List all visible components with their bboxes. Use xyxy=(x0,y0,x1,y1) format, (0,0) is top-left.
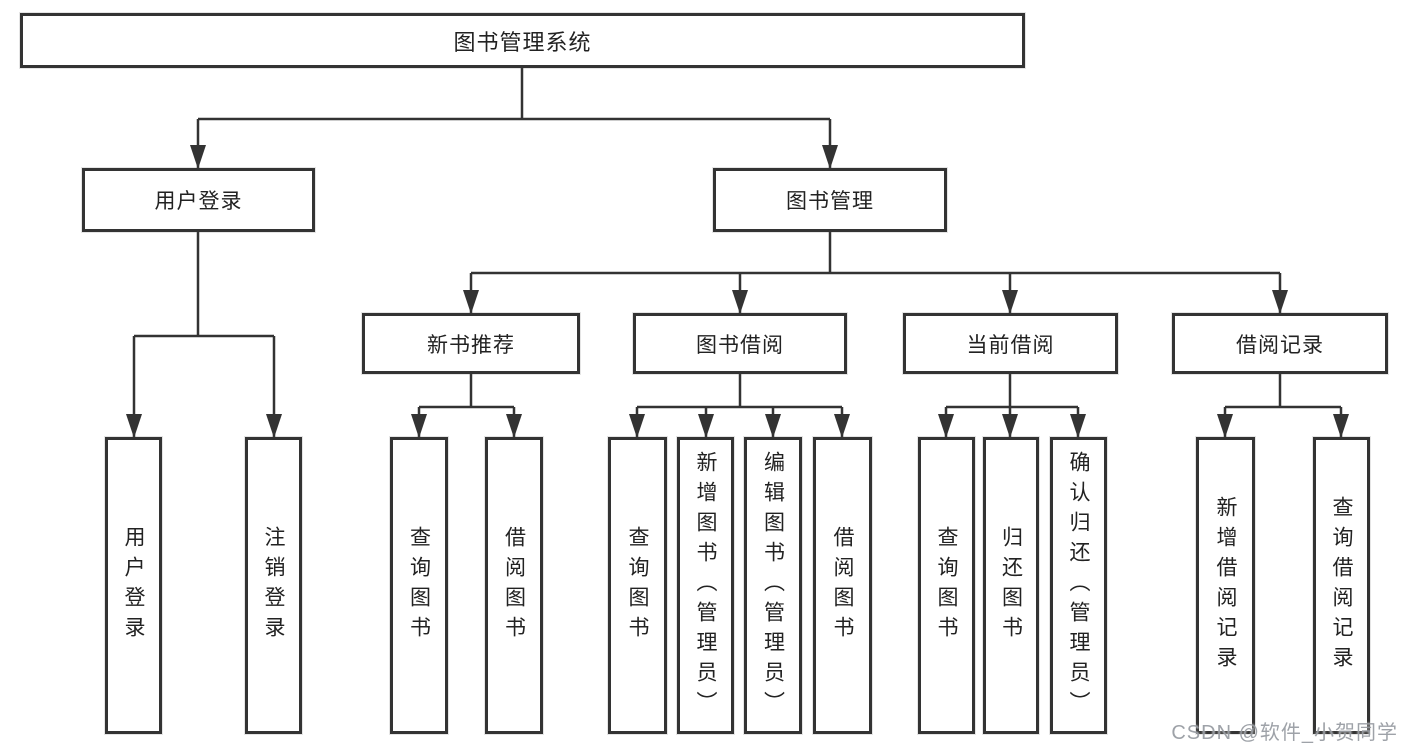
connector-book-management-branch xyxy=(463,232,1288,314)
node-book-borrow: 图书借阅 xyxy=(633,313,847,374)
node-book-management: 图书管理 xyxy=(713,168,947,232)
node-book-borrow-label: 图书借阅 xyxy=(696,333,784,357)
node-current-borrow: 当前借阅 xyxy=(903,313,1118,374)
leaf-borrow-borrow-books-label: 借阅图书 xyxy=(831,525,854,646)
connector-book-borrow-section xyxy=(629,374,850,438)
connector-new-books-section xyxy=(411,374,522,438)
connector-user-login-branch xyxy=(126,232,282,438)
csdn-watermark: CSDN @软件_小贺同学 xyxy=(1171,722,1398,744)
leaf-borrow-edit-books-admin: 编辑图书（管理员） xyxy=(744,437,802,734)
leaf-records-query-record: 查询借阅记录 xyxy=(1313,437,1370,734)
leaf-current-query-books: 查询图书 xyxy=(918,437,975,734)
leaf-records-add-record: 新增借阅记录 xyxy=(1196,437,1255,734)
leaf-logout-label: 注销登录 xyxy=(262,525,285,646)
node-new-book-recommend-label: 新书推荐 xyxy=(427,333,515,357)
node-book-management-label: 图书管理 xyxy=(786,190,874,213)
leaf-borrow-edit-books-admin-label: 编辑图书（管理员） xyxy=(761,450,785,721)
leaf-current-confirm-return-admin-label: 确认归还（管理员） xyxy=(1067,450,1090,721)
connector-current-borrow-section xyxy=(938,374,1086,438)
leaf-borrow-query-books-label: 查询图书 xyxy=(626,525,649,646)
leaf-current-confirm-return-admin: 确认归还（管理员） xyxy=(1050,437,1107,734)
node-user-login-label: 用户登录 xyxy=(154,190,243,213)
leaf-current-return-books: 归还图书 xyxy=(983,437,1039,734)
connector-root-to-level2 xyxy=(190,68,838,169)
leaf-newbooks-query-books: 查询图书 xyxy=(390,437,448,734)
leaf-current-query-books-label: 查询图书 xyxy=(935,525,958,646)
leaf-borrow-query-books: 查询图书 xyxy=(608,437,667,734)
leaf-borrow-borrow-books: 借阅图书 xyxy=(813,437,872,734)
node-borrow-records: 借阅记录 xyxy=(1172,313,1388,374)
leaf-borrow-add-books-admin-label: 新增图书（管理员） xyxy=(694,450,717,721)
connector-borrow-records-section xyxy=(1217,374,1349,438)
node-borrow-records-label: 借阅记录 xyxy=(1236,333,1324,357)
node-new-book-recommend: 新书推荐 xyxy=(362,313,580,374)
node-root-system: 图书管理系统 xyxy=(20,13,1025,68)
leaf-records-query-record-label: 查询借阅记录 xyxy=(1330,495,1353,676)
node-user-login: 用户登录 xyxy=(82,168,315,232)
leaf-records-add-record-label: 新增借阅记录 xyxy=(1214,495,1237,676)
leaf-newbooks-query-books-label: 查询图书 xyxy=(407,525,431,646)
leaf-user-login-label: 用户登录 xyxy=(122,525,145,646)
node-root-label: 图书管理系统 xyxy=(453,29,592,55)
leaf-logout: 注销登录 xyxy=(245,437,302,734)
leaf-user-login: 用户登录 xyxy=(105,437,162,734)
node-current-borrow-label: 当前借阅 xyxy=(966,333,1055,357)
leaf-current-return-books-label: 归还图书 xyxy=(999,525,1023,646)
leaf-borrow-add-books-admin: 新增图书（管理员） xyxy=(677,437,734,734)
leaf-newbooks-borrow-books-label: 借阅图书 xyxy=(502,525,526,646)
leaf-newbooks-borrow-books: 借阅图书 xyxy=(485,437,543,734)
